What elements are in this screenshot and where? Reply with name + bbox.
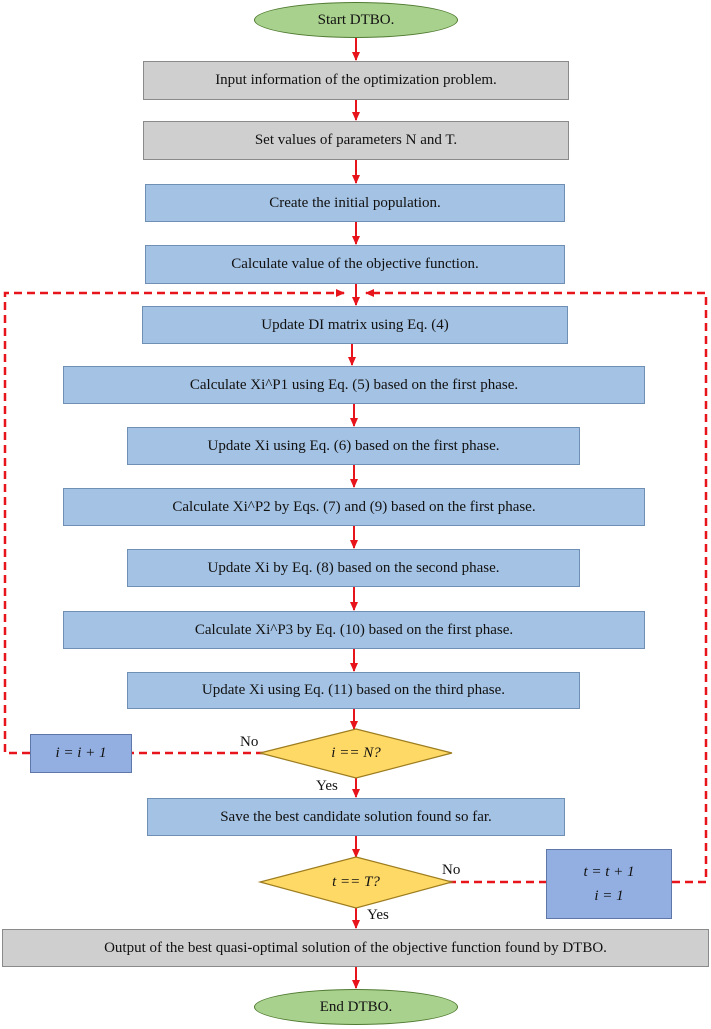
increment-t-line1: t = t + 1 [583,864,635,880]
decision-t-diamond [257,856,455,909]
save-best-box: Save the best candidate solution found s… [147,798,565,836]
output-label: Output of the best quasi-optimal solutio… [104,939,607,956]
start-terminal: Start DTBO. [254,2,458,38]
update-xi-6-label: Update Xi using Eq. (6) based on the fir… [207,437,500,454]
update-di-box: Update DI matrix using Eq. (4) [142,306,568,344]
update-xi-11-box: Update Xi using Eq. (11) based on the th… [127,672,580,709]
increment-i-box: i = i + 1 [30,734,132,773]
calc-xp3-label: Calculate Xi^P3 by Eq. (10) based on the… [194,621,514,638]
start-label: Start DTBO. [317,11,395,28]
update-xi-11-label: Update Xi using Eq. (11) based on the th… [201,682,506,698]
end-label: End DTBO. [319,998,393,1015]
edge-label-yes-i: Yes [316,778,338,794]
update-xi-8-box: Update Xi by Eq. (8) based on the second… [127,549,580,587]
calc-obj-box: Calculate value of the objective functio… [145,245,565,284]
update-xi-6-box: Update Xi using Eq. (6) based on the fir… [127,427,580,465]
increment-t-line2: i = 1 [594,888,624,904]
edge-label-no-i: No [240,734,259,750]
output-box: Output of the best quasi-optimal solutio… [2,929,709,967]
edge-label-yes-t: Yes [367,907,389,923]
update-xi-8-label: Update Xi by Eq. (8) based on the second… [207,559,500,576]
edge-label-no-t: No [442,862,461,878]
loop-t-return [365,289,708,884]
calc-xp1-box: Calculate Xi^P1 using Eq. (5) based on t… [63,366,645,404]
set-params-label: Set values of parameters N and T. [254,132,458,148]
decision-t-label: t == T? [332,874,380,890]
decision-i-diamond [259,728,453,779]
input-box: Input information of the optimization pr… [143,61,569,100]
calc-xp1-label: Calculate Xi^P1 using Eq. (5) based on t… [189,376,519,393]
create-pop-box: Create the initial population. [145,184,565,222]
calc-obj-label: Calculate value of the objective functio… [231,256,479,272]
loop-i-return [3,289,345,755]
flow-arrows [348,38,360,989]
end-terminal: End DTBO. [254,989,458,1025]
save-best-label: Save the best candidate solution found s… [220,808,492,825]
create-pop-label: Create the initial population. [269,194,441,211]
set-params-box: Set values of parameters N and T. [143,121,569,160]
calc-xp2-label: Calculate Xi^P2 by Eqs. (7) and (9) base… [172,498,536,515]
input-label: Input information of the optimization pr… [215,72,497,88]
calc-xp3-box: Calculate Xi^P3 by Eq. (10) based on the… [63,611,645,649]
increment-i-label: i = i + 1 [55,745,107,761]
update-di-label: Update DI matrix using Eq. (4) [261,316,449,333]
loop-paths [3,289,708,884]
increment-t-box: t = t + 1 i = 1 [546,849,672,919]
calc-xp2-box: Calculate Xi^P2 by Eqs. (7) and (9) base… [63,488,645,526]
decision-i-label: i == N? [331,745,381,761]
